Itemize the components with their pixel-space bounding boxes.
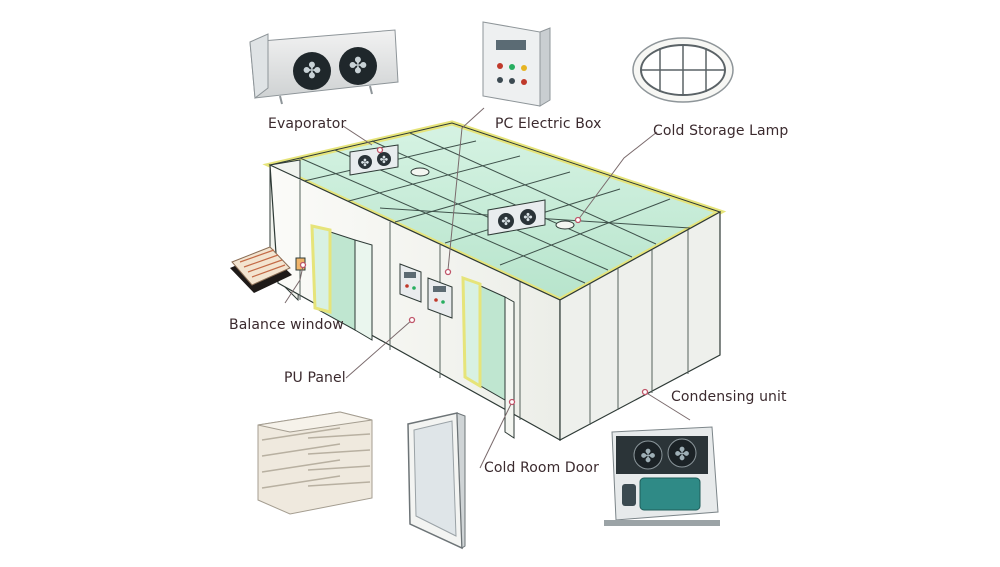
balance-window-illustration: [230, 246, 292, 293]
right-door-opening: [461, 275, 515, 439]
svg-text:✤: ✤: [674, 444, 689, 465]
room-lamp-2: [555, 220, 575, 230]
label-balance-window: Balance window: [229, 317, 344, 333]
lamp-illustration: [632, 37, 734, 103]
label-condensing-unit: Condensing unit: [671, 389, 787, 405]
leader-lines: [284, 107, 691, 469]
room-evaporator-2: ✤ ✤: [487, 199, 546, 236]
svg-text:✤: ✤: [380, 155, 388, 166]
svg-text:✤: ✤: [640, 446, 655, 467]
electric-box-1: [399, 263, 422, 303]
svg-text:✤: ✤: [361, 158, 369, 169]
room-lamp-1: [410, 167, 430, 177]
electric-box-illustration: [482, 21, 551, 107]
right-end-wall: [559, 210, 721, 441]
label-evaporator: Evaporator: [268, 116, 347, 132]
label-cold-storage-lamp: Cold Storage Lamp: [653, 123, 789, 139]
door-illustration: [407, 412, 466, 550]
svg-text:✤: ✤: [349, 54, 367, 79]
cold-room-assembly: ✤ ✤ ✤ ✤: [262, 120, 727, 442]
right-wall-seams: [589, 230, 689, 425]
label-cold-room-door: Cold Room Door: [484, 460, 599, 476]
pu-panel-illustration: [257, 411, 373, 515]
svg-text:✤: ✤: [303, 59, 321, 84]
label-pc-electric-box: PC Electric Box: [495, 116, 602, 132]
condensing-unit-illustration: ✤ ✤: [604, 426, 720, 526]
callout-dots: [299, 146, 649, 406]
room-evaporator-1: ✤ ✤: [349, 144, 399, 176]
svg-text:✤: ✤: [523, 211, 532, 224]
label-pu-panel: PU Panel: [284, 370, 346, 386]
electric-box-2: [427, 277, 453, 319]
svg-text:✤: ✤: [501, 215, 510, 228]
left-door-opening: [310, 224, 373, 341]
evaporator-illustration: ✤ ✤: [249, 29, 399, 105]
